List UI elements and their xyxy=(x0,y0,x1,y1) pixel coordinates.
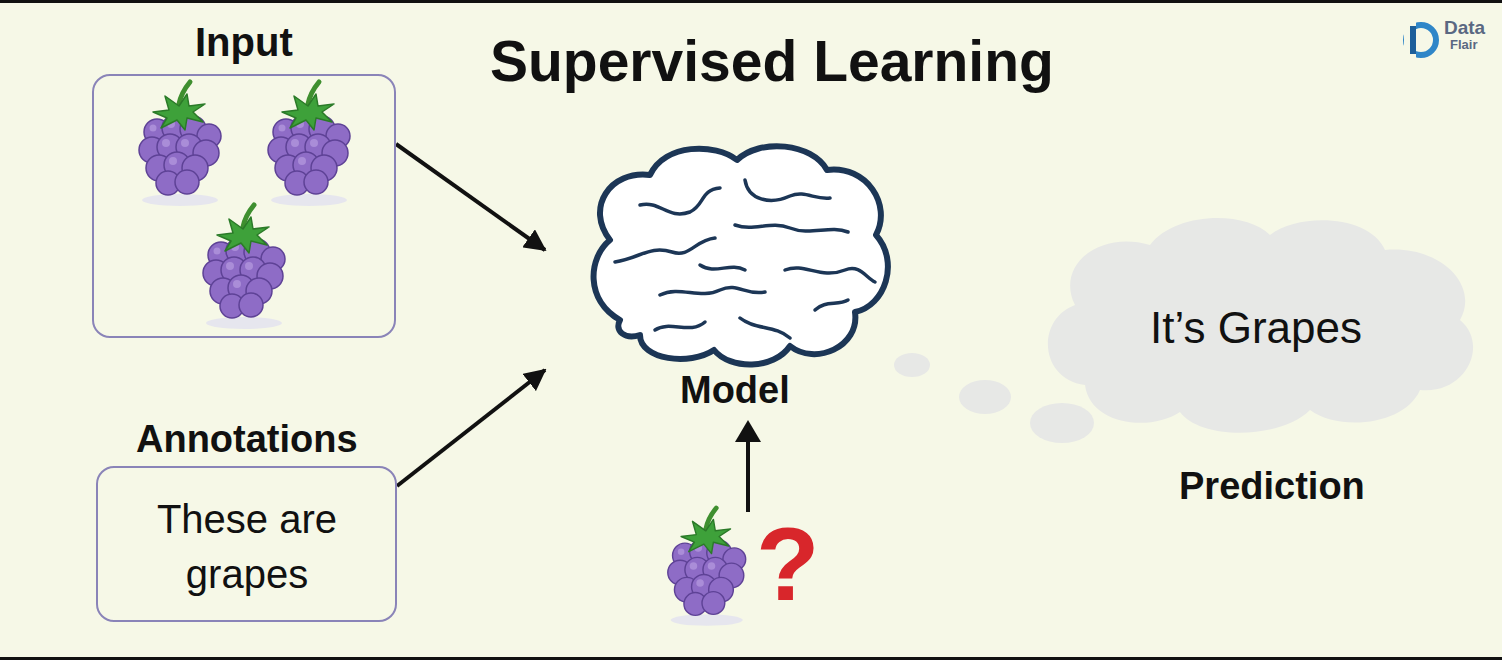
model-label: Model xyxy=(680,369,790,412)
arrow-connector xyxy=(397,370,545,486)
logo-text: Data xyxy=(1444,18,1485,37)
question-mark: ? xyxy=(756,512,820,616)
arrow-connector xyxy=(396,144,545,250)
box-body: These are grapes xyxy=(137,492,357,602)
model-brain: Model xyxy=(545,145,895,415)
logo-text: Flair xyxy=(1450,38,1477,51)
cloud-caption: Prediction xyxy=(1179,465,1365,508)
prediction-cloud: It’s GrapesPrediction xyxy=(1040,215,1475,440)
cloud-text: It’s Grapes xyxy=(1150,303,1362,353)
diagram-title: Supervised Learning xyxy=(490,28,1054,94)
box-heading: Annotations xyxy=(136,418,358,461)
annotation-box: AnnotationsThese are grapes xyxy=(96,466,397,622)
input-box: Input xyxy=(92,74,396,338)
box-heading: Input xyxy=(195,20,293,65)
